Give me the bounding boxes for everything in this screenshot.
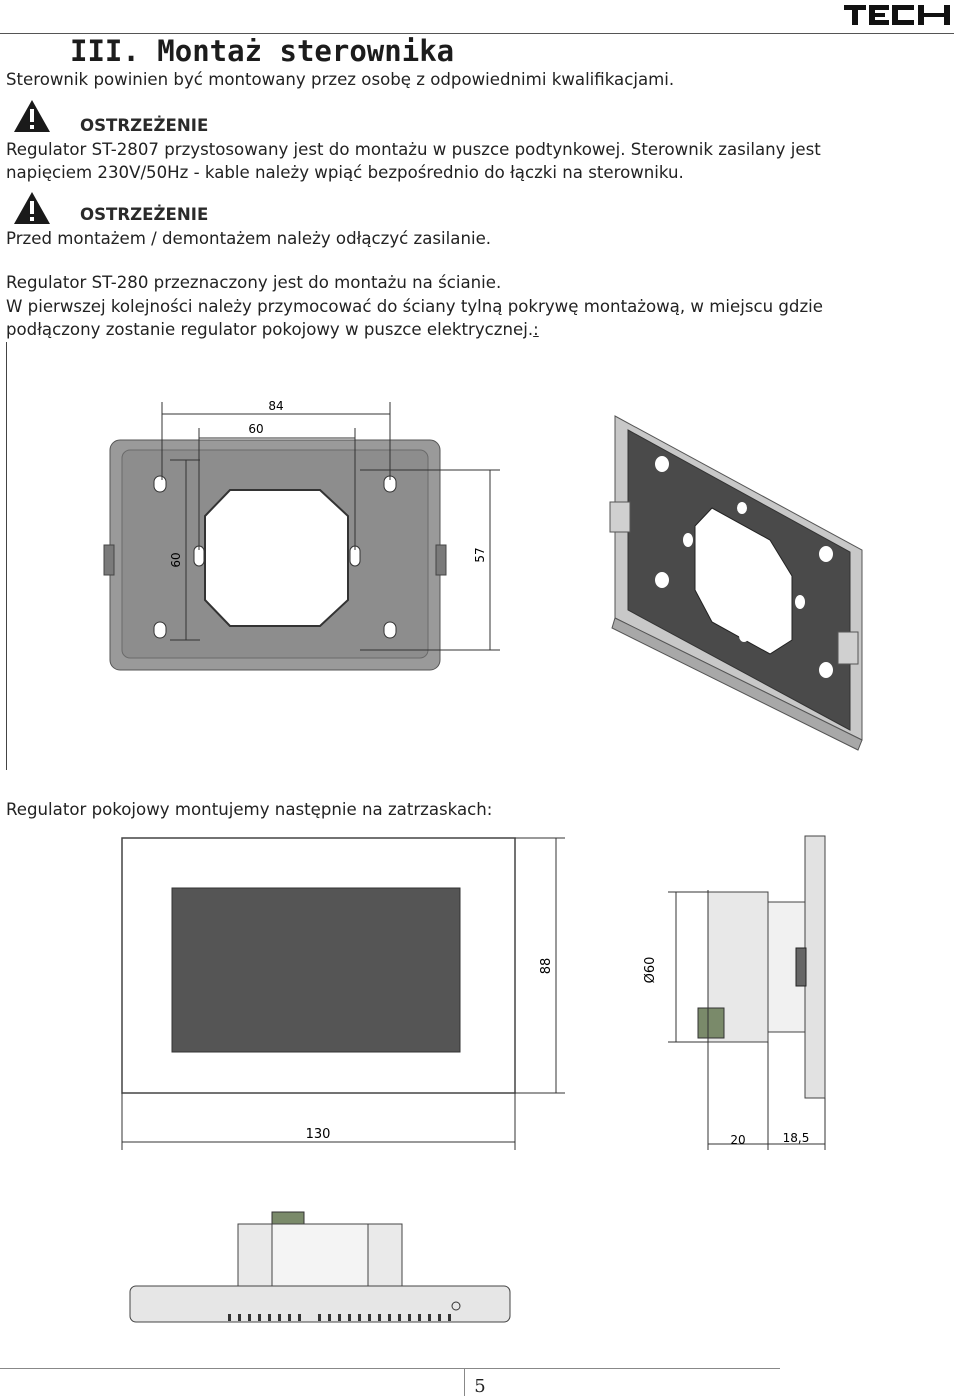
warning-title: OSTRZEŻENIE [80, 116, 209, 135]
warning-icon [14, 192, 50, 224]
dim-label: Ø60 [643, 957, 658, 984]
dim-label: 18,5 [783, 1131, 810, 1145]
regulator-front [121, 837, 565, 1150]
header-rule [0, 33, 954, 34]
dim-label: 20 [730, 1133, 745, 1147]
paragraph: Regulator ST-280 przeznaczony jest do mo… [6, 273, 502, 292]
dim-label: 60 [248, 422, 263, 436]
dim-label: 88 [539, 958, 554, 975]
dim-label: 84 [268, 399, 283, 413]
vent-slots [228, 1314, 451, 1321]
paragraph-line: W pierwszej kolejności należy przymocowa… [6, 297, 823, 316]
regulator-bottom-figure [129, 1211, 511, 1323]
footer-divider [464, 1368, 465, 1396]
regulator-figure: 88 130 Ø60 20 18,5 [121, 835, 826, 1150]
warning-text-line: napięciem 230V/50Hz - kable należy wpiąć… [6, 163, 684, 182]
section-heading: III. Montaż sterownika [70, 34, 455, 68]
intro-text: Sterownik powinien być montowany przez o… [6, 70, 675, 89]
warning-icon [14, 100, 50, 132]
dim-label: 130 [306, 1127, 331, 1142]
warning-text-line: Regulator ST-2807 przystosowany jest do … [6, 140, 821, 159]
paragraph-line: podłączony zostanie regulator pokojowy w… [6, 320, 539, 339]
regulator-side [668, 835, 826, 1150]
mounting-plate-front [103, 402, 500, 671]
dim-label: 60 [169, 552, 183, 567]
margin-rule [6, 342, 7, 770]
warning-text-line: Przed montażem / demontażem należy odłąc… [6, 229, 492, 248]
paragraph: Regulator pokojowy montujemy następnie n… [6, 800, 493, 819]
mounting-plate-perspective [609, 415, 863, 751]
tech-logo [844, 5, 950, 25]
mounting-plate-figure: 84 60 60 57 [103, 399, 863, 751]
page-number: 5 [474, 1376, 486, 1397]
dim-label: 57 [473, 547, 487, 562]
warning-title: OSTRZEŻENIE [80, 205, 209, 224]
footer-rule [0, 1368, 780, 1369]
